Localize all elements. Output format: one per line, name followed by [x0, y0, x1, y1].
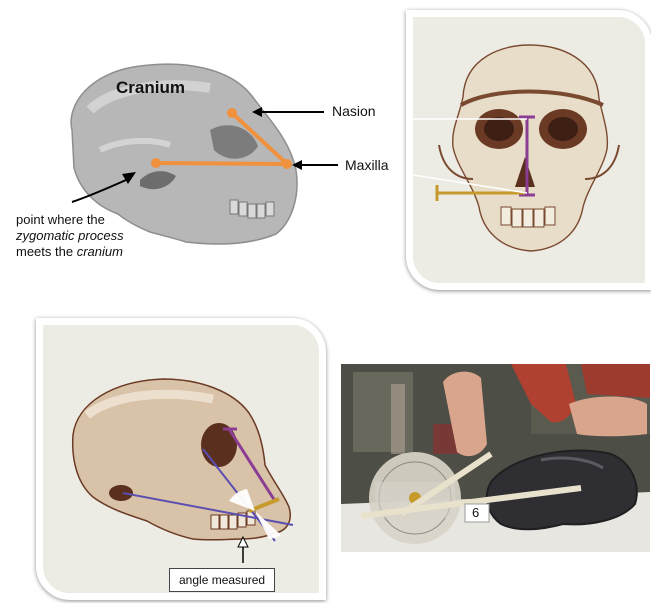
- zygomatic-note-line-1: point where the: [16, 212, 124, 228]
- zygomatic-note-line-3-em: cranium: [77, 244, 123, 259]
- angle-measured-caption: angle measured: [169, 568, 275, 592]
- nasion-label: Nasion: [332, 103, 376, 119]
- zygomatic-line: [156, 163, 287, 164]
- nasion-point: [227, 108, 237, 118]
- maxilla-point: [282, 159, 292, 169]
- side-skull-drawing: [43, 325, 319, 593]
- frontal-skull-drawing: [413, 17, 645, 283]
- maxilla-label: Maxilla: [345, 157, 389, 173]
- front-teeth: [501, 207, 555, 227]
- hand-right: [569, 397, 647, 437]
- number-card-label: 6: [472, 505, 479, 520]
- frontal-skull-card: [406, 10, 651, 290]
- cranium-label: Cranium: [116, 78, 185, 98]
- side-skull-card: angle measured: [36, 318, 326, 600]
- zygomatic-note-line-2: zygomatic process: [16, 228, 124, 243]
- protractor-photo: 6: [341, 364, 650, 552]
- cranium-photo-panel: Cranium Nasion Maxilla point where the z…: [0, 0, 400, 300]
- zygomatic-note: point where the zygomatic process meets …: [16, 212, 124, 260]
- zygomatic-note-line-3: meets the: [16, 244, 77, 259]
- protractor-scene: [341, 364, 650, 552]
- zygomatic-point: [151, 158, 161, 168]
